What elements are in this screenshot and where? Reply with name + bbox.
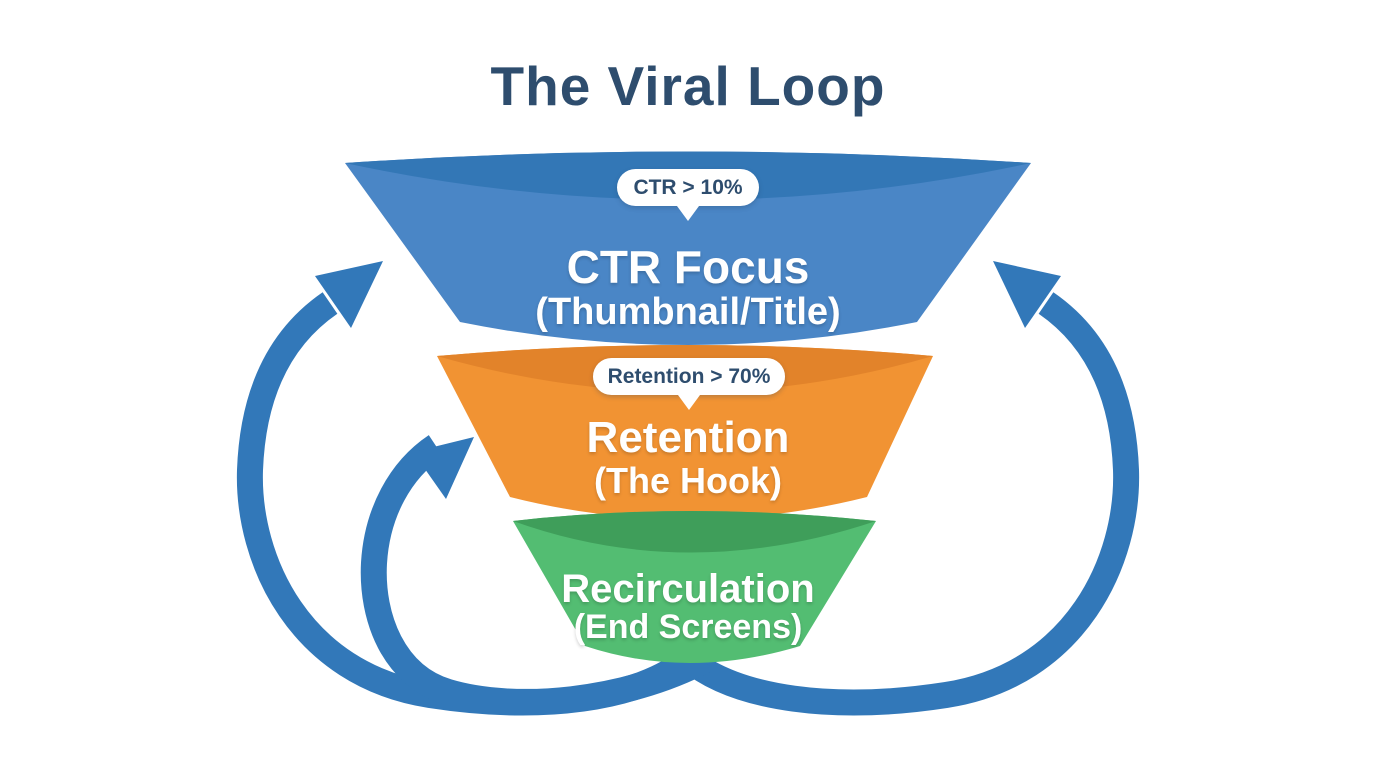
left-loop-arrowhead-icon	[315, 261, 383, 328]
loop-arrowheads	[315, 261, 1061, 499]
page-title: The Viral Loop	[490, 55, 886, 117]
funnel-stage-retention-body	[437, 345, 933, 520]
retention-metric-badge: Retention > 70%	[593, 358, 785, 395]
stage-retention-label: Retention	[586, 413, 790, 462]
inner-loop-arrowhead-icon	[413, 437, 474, 499]
stage-retention-sublabel: (The Hook)	[594, 460, 782, 501]
right-loop-arrowhead-icon	[993, 261, 1061, 328]
funnel-stage-recirculation-lip	[513, 511, 876, 553]
ctr-metric-badge: CTR > 10%	[617, 169, 759, 206]
stage-recirculation-label: Recirculation	[561, 567, 815, 611]
funnel-stage-ctr-body	[345, 151, 1031, 345]
stage-ctr-sublabel: (Thumbnail/Title)	[535, 291, 841, 333]
loop-arrows	[236, 292, 1140, 716]
stage-ctr-label: CTR Focus	[566, 241, 810, 293]
ctr-metric-badge-label: CTR > 10%	[633, 175, 743, 199]
funnel-stage-recirculation	[513, 511, 876, 663]
funnel-stage-recirculation-body	[513, 511, 876, 663]
stage-recirculation-sublabel: (End Screens)	[573, 608, 803, 646]
inner-loop-arc	[360, 435, 712, 715]
retention-metric-badge-label: Retention > 70%	[607, 364, 771, 388]
right-outer-loop-arc	[678, 292, 1140, 716]
